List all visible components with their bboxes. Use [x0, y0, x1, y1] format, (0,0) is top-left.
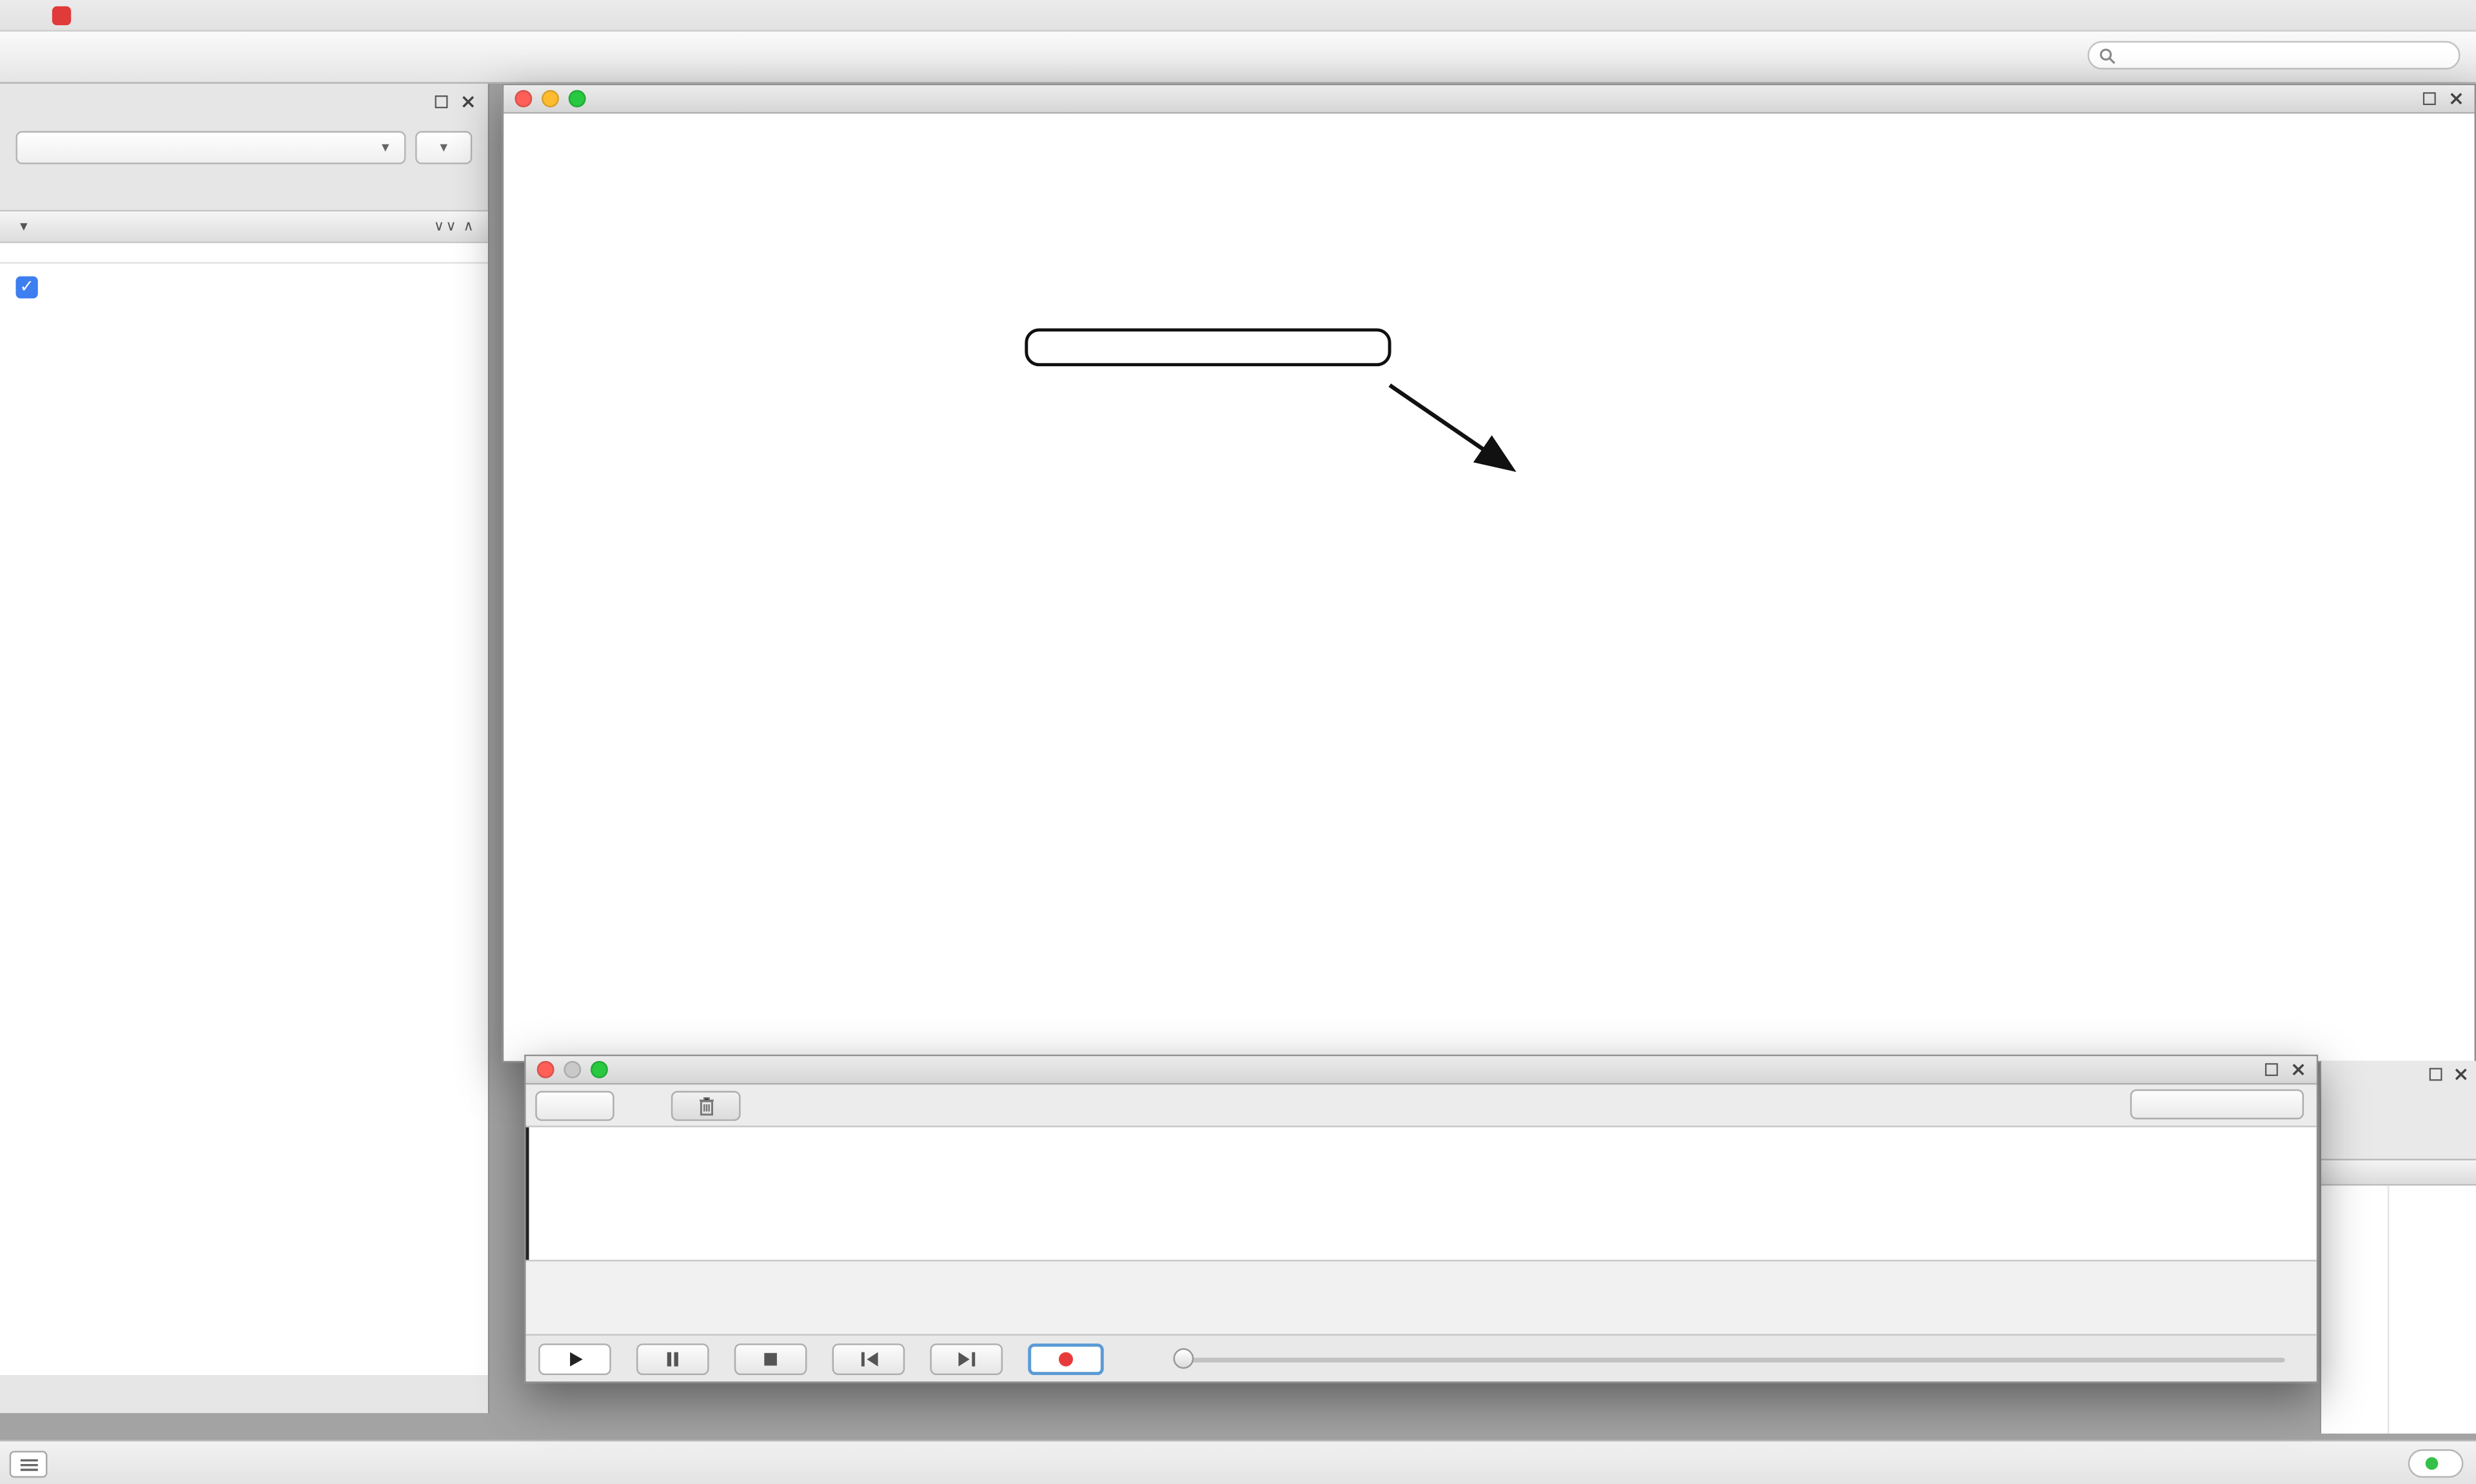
clear-all-frames-button[interactable] — [2130, 1089, 2304, 1120]
close-icon[interactable] — [2452, 1066, 2468, 1081]
slider-track[interactable] — [1173, 1356, 2285, 1362]
record-icon — [1059, 1351, 1074, 1366]
zoom-traffic-light[interactable] — [590, 1060, 608, 1079]
skip-back-icon — [860, 1351, 878, 1366]
animator-ruler — [526, 1261, 2317, 1338]
float-window-icon[interactable] — [433, 93, 448, 108]
close-traffic-light[interactable] — [536, 1060, 555, 1079]
transport-controls — [526, 1334, 2317, 1381]
close-icon[interactable] — [2290, 1062, 2305, 1077]
delete-frame-button[interactable] — [671, 1090, 741, 1120]
results-table-header — [2321, 1158, 2476, 1186]
memory-status-icon — [2425, 1457, 2439, 1470]
results-table-body — [2321, 1186, 2476, 1434]
close-traffic-light[interactable] — [515, 90, 533, 108]
os-titlebar — [0, 0, 2476, 32]
style-selector[interactable]: ▼ — [15, 131, 406, 164]
zoom-traffic-light[interactable] — [568, 90, 586, 108]
skip-forward-icon — [958, 1351, 975, 1366]
animator-timeline[interactable] — [526, 1126, 2317, 1262]
lock-size-row[interactable]: ✓ — [0, 264, 488, 311]
dock-window-icon[interactable] — [2421, 91, 2436, 106]
pause-button[interactable] — [636, 1342, 709, 1374]
expand-all-icon[interactable]: ∨∨ — [433, 217, 458, 234]
search-box[interactable] — [2087, 41, 2461, 70]
chevron-down-icon: ▼ — [17, 219, 30, 234]
search-input[interactable] — [2122, 44, 2450, 66]
collapse-all-icon[interactable]: ∧ — [463, 217, 476, 234]
annotation-arrow — [1388, 383, 1517, 473]
record-indicator-icon[interactable] — [52, 6, 72, 26]
control-panel: ▼ ▼ ▼ ∨∨ ∧ ✓ — [0, 83, 490, 1413]
pause-icon — [667, 1351, 678, 1366]
network-window — [502, 83, 2476, 1063]
main-toolbar — [0, 31, 2476, 84]
memory-button[interactable] — [2408, 1449, 2464, 1478]
properties-panel: ▼ ∨∨ ∧ ✓ — [0, 210, 488, 1376]
close-icon[interactable] — [460, 93, 475, 108]
cyanimator-window — [524, 1054, 2319, 1383]
play-button[interactable] — [538, 1342, 611, 1374]
search-icon — [2099, 48, 2116, 64]
stop-icon — [764, 1352, 777, 1365]
last-frame-button[interactable] — [930, 1342, 1003, 1374]
lock-size-checkbox[interactable]: ✓ — [15, 276, 38, 298]
chevron-down-icon: ▼ — [437, 140, 450, 155]
add-frame-button[interactable] — [535, 1090, 614, 1120]
style-options-button[interactable]: ▼ — [415, 131, 473, 164]
float-window-icon[interactable] — [2427, 1066, 2442, 1081]
play-icon — [570, 1351, 583, 1366]
list-icon — [19, 1458, 37, 1470]
mcm1-annotation[interactable] — [1025, 328, 1391, 367]
animator-toolbar — [526, 1084, 2317, 1126]
playhead[interactable] — [526, 1127, 529, 1260]
control-panel-bottom-tabs — [0, 1375, 488, 1413]
panel-menu-button[interactable] — [9, 1450, 48, 1478]
network-window-titlebar[interactable] — [504, 85, 2475, 114]
chevron-down-icon: ▼ — [378, 140, 392, 155]
dock-window-icon[interactable] — [2263, 1062, 2278, 1077]
properties-columns — [0, 243, 488, 264]
trash-icon — [698, 1096, 713, 1115]
network-canvas[interactable] — [504, 113, 2475, 1061]
close-icon[interactable] — [2448, 91, 2463, 106]
results-table-panel — [2319, 1060, 2476, 1434]
stop-button[interactable] — [734, 1342, 807, 1374]
cyanimator-titlebar[interactable] — [526, 1056, 2317, 1085]
minimize-traffic-light[interactable] — [564, 1060, 582, 1079]
slider-handle[interactable] — [1173, 1347, 1194, 1369]
animation-speed-slider[interactable] — [1173, 1343, 2285, 1374]
minimize-traffic-light[interactable] — [542, 90, 559, 108]
status-bar — [0, 1440, 2476, 1484]
first-frame-button[interactable] — [832, 1342, 905, 1374]
record-button[interactable] — [1028, 1342, 1104, 1374]
